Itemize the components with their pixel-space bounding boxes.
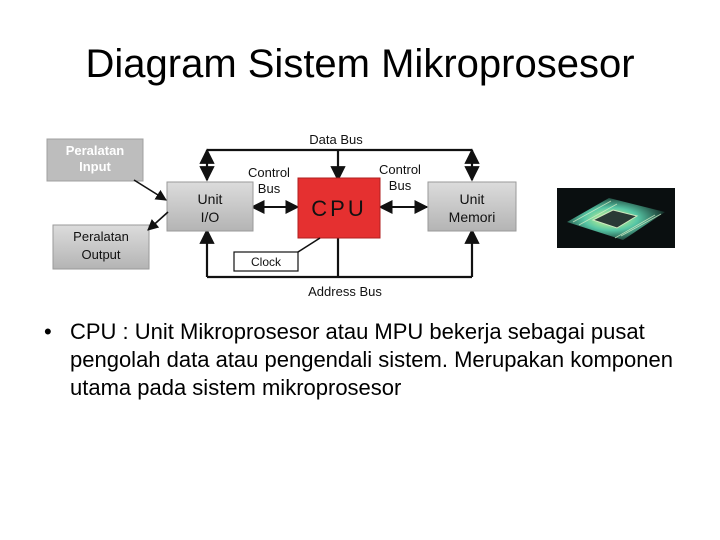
bullet-item: • CPU : Unit Mikroprosesor atau MPU beke… [44,318,684,402]
peralatan-input-label-1: Peralatan [66,143,125,158]
bullet-dot: • [44,319,52,344]
bullet-text: CPU : Unit Mikroprosesor atau MPU bekerj… [70,319,673,400]
cpu-box [297,177,381,239]
unit-io-label-1: Unit [198,191,223,207]
cpu-label: CPU [311,196,366,221]
io-to-output-arrow [147,211,169,231]
control-bus-right-label-2: Bus [389,178,412,193]
slide-title: Diagram Sistem Mikroprosesor [85,42,635,86]
address-bus-label: Address Bus [308,284,382,299]
unit-memori-box [427,181,517,232]
clock-box [233,251,299,272]
control-bus-right-label-1: Control [379,162,421,177]
control-bus-left-label-2: Bus [258,181,281,196]
unit-io-box [166,181,254,232]
peralatan-output-label-1: Peralatan [73,229,129,244]
clock-label: Clock [251,255,282,269]
control-bus-left-label-1: Control [248,165,290,180]
clock-to-cpu-line [297,237,321,253]
unit-memori-label-1: Unit [460,191,485,207]
data-bus-label: Data Bus [309,132,363,147]
unit-io-label-2: I/O [201,209,220,225]
input-to-io-arrow [133,179,167,201]
cpu-chip-image [557,188,675,248]
peralatan-input-box [46,138,144,182]
unit-memori-label-2: Memori [449,209,496,225]
peralatan-input-label-2: Input [79,159,111,174]
peralatan-output-box [52,224,150,270]
peralatan-output-label-2: Output [81,247,120,262]
